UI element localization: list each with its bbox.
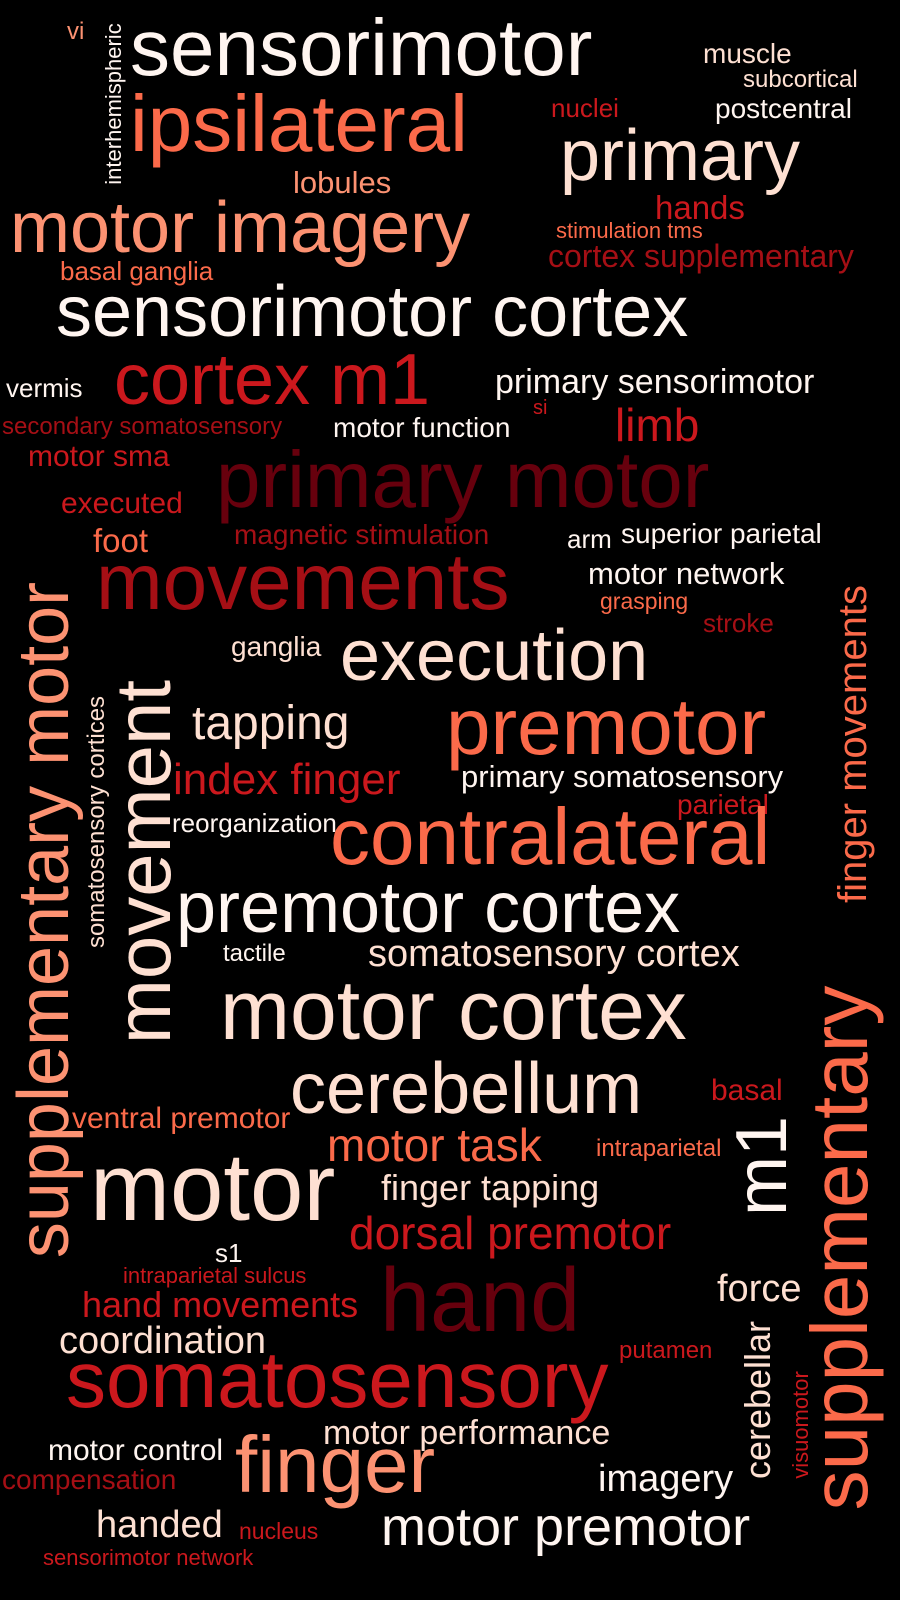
word-ventral-premotor: ventral premotor [72, 1102, 291, 1135]
word-magnetic-stimulation: magnetic stimulation [234, 519, 490, 550]
word-s1: s1 [215, 1238, 243, 1268]
word-compensation: compensation [2, 1464, 177, 1495]
word-interhemispheric: interhemispheric [101, 23, 126, 185]
word-movements: movements [96, 537, 510, 626]
word-hand: hand [380, 1251, 581, 1351]
word-sensorimotor-network: sensorimotor network [43, 1545, 254, 1570]
word-visuomotor: visuomotor [788, 1371, 813, 1479]
word-sensorimotor-cortex: sensorimotor cortex [56, 272, 689, 352]
word-cortex-m1: cortex m1 [114, 340, 431, 420]
word-cerebellar: cerebellar [737, 1320, 778, 1480]
word-somatosensory: somatosensory [66, 1335, 609, 1424]
word-basal-ganglia: basal ganglia [60, 256, 214, 286]
word-intraparietal: intraparietal [596, 1135, 722, 1162]
word-stimulation-tms: stimulation tms [556, 218, 703, 243]
word-force: force [717, 1268, 802, 1310]
word-primary-motor: primary motor [216, 435, 710, 524]
word-motor-network: motor network [588, 556, 785, 591]
word-tactile: tactile [223, 940, 286, 967]
word-finger-tapping: finger tapping [381, 1167, 600, 1208]
word-cortex-supplementary: cortex supplementary [548, 238, 854, 274]
word-hands: hands [655, 189, 745, 226]
word-dorsal-premotor: dorsal premotor [349, 1207, 672, 1259]
word-execution: execution [340, 616, 649, 696]
word-vermis: vermis [6, 373, 83, 403]
word-motor-sma: motor sma [28, 440, 170, 473]
word-hand-movements: hand movements [82, 1284, 359, 1325]
word-m1: m1 [722, 1115, 802, 1217]
word-secondary-somatosensory: secondary somatosensory [2, 413, 283, 440]
word-stroke: stroke [703, 608, 774, 638]
word-primary-somatosensory: primary somatosensory [461, 759, 784, 794]
word-basal: basal [711, 1074, 783, 1107]
word-motor-premotor: motor premotor [381, 1497, 751, 1557]
word-somatosensory-cortices: somatosensory cortices [83, 695, 110, 949]
word-index-finger: index finger [173, 755, 401, 804]
word-motor: motor [90, 1134, 336, 1241]
word-motor-task: motor task [327, 1119, 542, 1171]
word-contralateral: contralateral [330, 792, 771, 881]
word-motor-control: motor control [48, 1434, 224, 1467]
word-motor-imagery: motor imagery [10, 188, 471, 268]
word-handed: handed [96, 1504, 223, 1546]
word-ipsilateral: ipsilateral [130, 79, 468, 168]
word-nuclei: nuclei [551, 93, 619, 123]
word-motor-function: motor function [333, 412, 511, 443]
word-imagery: imagery [598, 1458, 734, 1500]
word-si: si [533, 397, 548, 419]
word-sensorimotor: sensorimotor [130, 3, 593, 92]
word-putamen: putamen [619, 1337, 713, 1364]
word-primary: primary [560, 116, 801, 196]
word-finger-movements: finger movements [831, 585, 875, 903]
word-cerebellum: cerebellum [290, 1049, 643, 1129]
word-vi: vi [67, 18, 85, 45]
word-postcentral: postcentral [715, 93, 852, 124]
word-muscle: muscle [703, 38, 792, 69]
word-motor-cortex: motor cortex [220, 963, 687, 1057]
word-grasping: grasping [600, 588, 689, 614]
word-coordination: coordination [59, 1320, 267, 1362]
word-ganglia: ganglia [231, 631, 322, 662]
word-somatosensory-cortex: somatosensory cortex [368, 933, 740, 975]
word-intraparietal-sulcus: intraparietal sulcus [123, 1263, 307, 1288]
word-supplementary-motor: supplementary motor [4, 581, 84, 1259]
word-superior-parietal: superior parietal [621, 518, 822, 549]
word-parietal: parietal [677, 789, 769, 820]
word-nucleus: nucleus [239, 1518, 319, 1544]
word-finger: finger [235, 1420, 436, 1509]
word-foot: foot [93, 522, 149, 559]
word-motor-performance: motor performance [323, 1414, 611, 1452]
word-premotor-cortex: premotor cortex [176, 868, 681, 948]
word-tapping: tapping [192, 697, 350, 750]
word-reorganization: reorganization [172, 808, 337, 838]
word-primary-sensorimotor: primary sensorimotor [495, 363, 815, 401]
word-limb: limb [615, 399, 700, 451]
word-executed: executed [61, 487, 183, 520]
word-subcortical: subcortical [743, 66, 858, 93]
word-premotor: premotor [446, 682, 767, 771]
word-lobules: lobules [293, 165, 392, 200]
word-arm: arm [567, 524, 612, 554]
word-movement: movement [99, 679, 187, 1045]
